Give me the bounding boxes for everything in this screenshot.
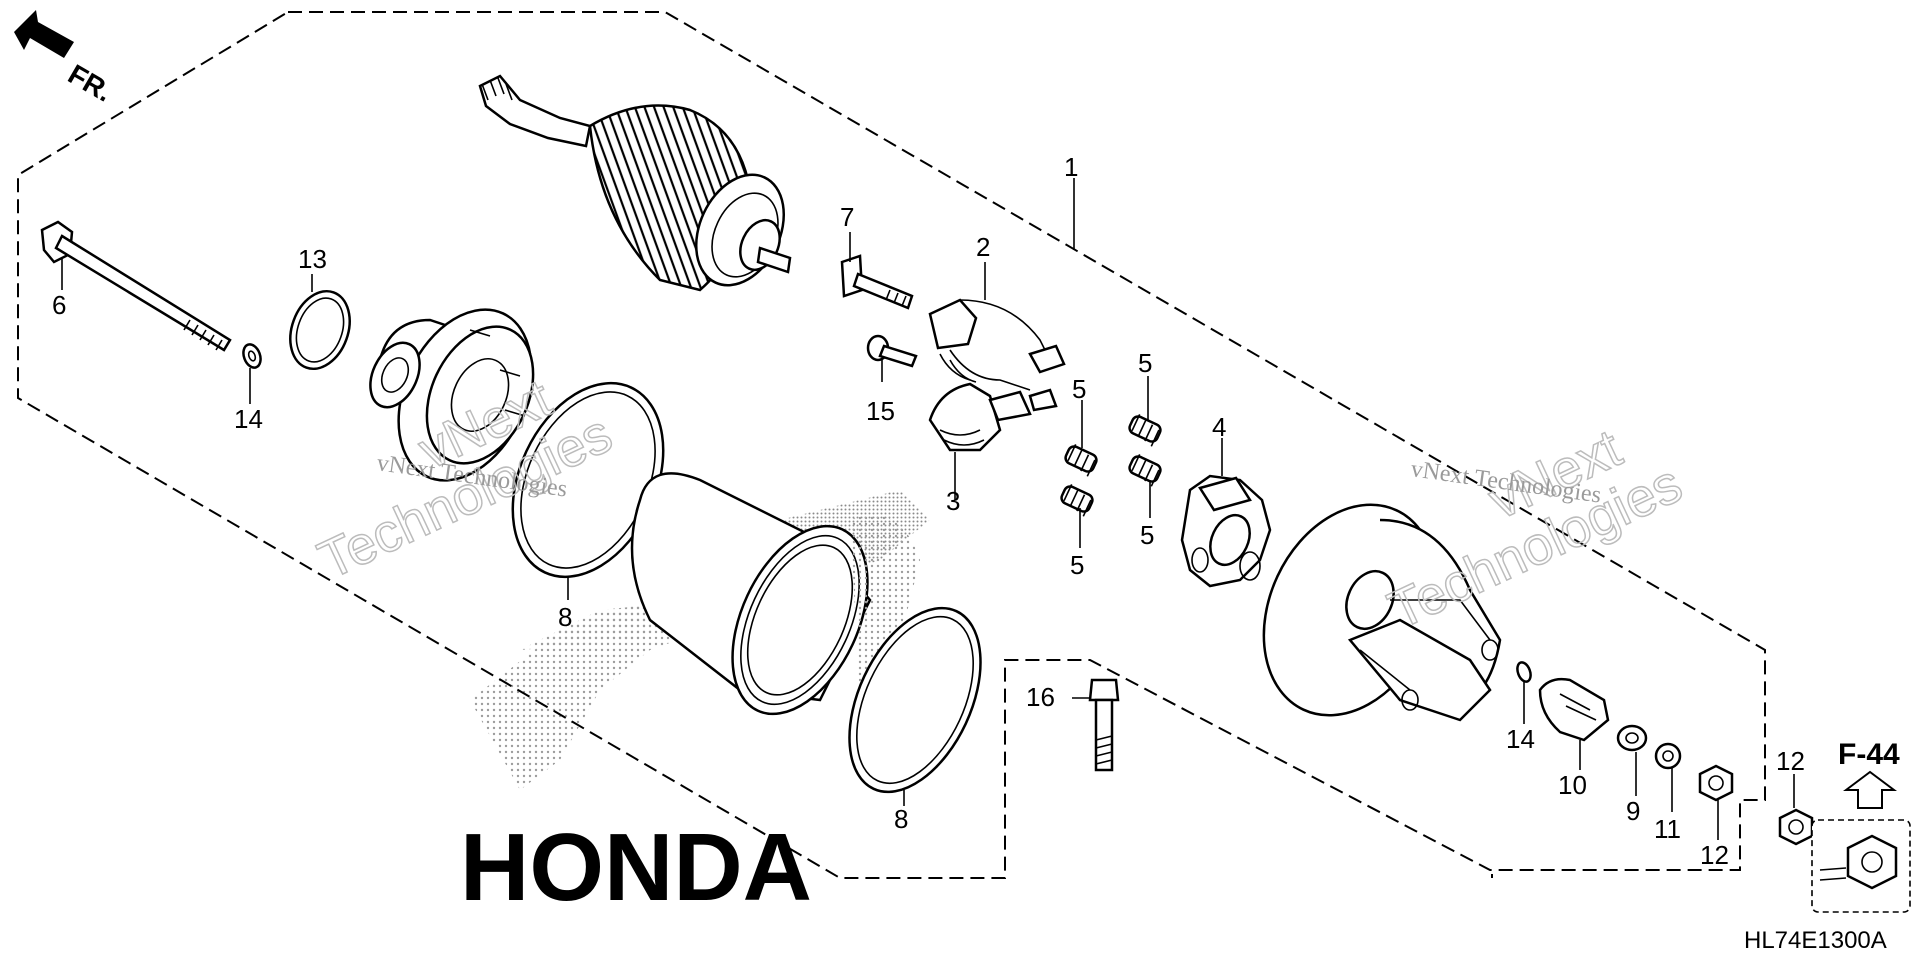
front-direction-indicator: FR. (14, 10, 118, 108)
callout-10: 10 (1558, 770, 1587, 800)
page-reference-f44: F-44 (1838, 738, 1900, 809)
part-3-brush-holder (928, 382, 1058, 452)
part-6-through-bolt (40, 220, 232, 352)
callout-numbers: 1 2 3 4 5 5 5 5 6 7 8 8 9 10 11 12 12 13… (52, 152, 1805, 870)
callout-8b: 8 (894, 804, 908, 834)
callout-3: 3 (946, 486, 960, 516)
callout-5a: 5 (1072, 374, 1086, 404)
callout-15: 15 (866, 396, 895, 426)
spring-1 (1064, 444, 1098, 477)
part-12-nut-a (1698, 764, 1734, 802)
part-16-bolt (1088, 678, 1120, 772)
part-11-lock-washer (1654, 742, 1682, 770)
part-9-washer (1616, 724, 1648, 752)
front-cover-housing (369, 308, 535, 482)
callout-5d: 5 (1070, 550, 1084, 580)
inset-detail-box (1811, 819, 1911, 913)
armature (478, 74, 792, 292)
motor-yoke-case (630, 472, 920, 716)
vnext-watermark-right: vNext Technologies vNext Technologies (1379, 417, 1692, 641)
part-10-terminal-insulator (1538, 677, 1610, 742)
part-5-springs (1060, 414, 1162, 517)
callout-7: 7 (840, 202, 854, 232)
callout-2: 2 (976, 232, 990, 262)
spring-4 (1128, 454, 1162, 487)
page-reference-label: F-44 (1838, 738, 1900, 771)
callout-14b: 14 (1506, 724, 1535, 754)
callout-12a: 12 (1700, 840, 1729, 870)
part-14-washer-right (1516, 661, 1532, 683)
spring-3 (1128, 414, 1162, 447)
callout-13: 13 (298, 244, 327, 274)
callout-1: 1 (1064, 152, 1078, 182)
honda-wordmark: HONDA (460, 814, 812, 921)
assembly-outline (17, 11, 1766, 879)
part-8-o-ring-right (848, 606, 982, 794)
callout-4: 4 (1212, 412, 1226, 442)
part-2-brush-set (928, 298, 1066, 391)
callout-14a: 14 (234, 404, 263, 434)
part-13-o-ring (289, 289, 351, 371)
callout-5b: 5 (1138, 348, 1152, 378)
callout-9: 9 (1626, 796, 1640, 826)
callout-12b: 12 (1776, 746, 1805, 776)
callout-16: 16 (1026, 682, 1055, 712)
diagram-reference-code: HL74E1300A (1744, 927, 1887, 954)
leader-lines (61, 178, 1795, 840)
front-label: FR. (63, 58, 118, 107)
callout-5c: 5 (1140, 520, 1154, 550)
spring-2 (1060, 484, 1094, 517)
rear-cover (1262, 503, 1502, 722)
callout-8a: 8 (558, 602, 572, 632)
callout-11: 11 (1654, 814, 1681, 844)
part-4-brush-plate (1180, 474, 1272, 588)
part-12-nut-b (1778, 808, 1814, 846)
callout-6: 6 (52, 290, 66, 320)
part-14-washer-left (242, 343, 262, 369)
part-7-terminal-bolt (840, 254, 914, 310)
up-arrow-icon (1843, 770, 1897, 809)
arrow-icon (14, 10, 74, 58)
part-15-screw (866, 334, 918, 368)
